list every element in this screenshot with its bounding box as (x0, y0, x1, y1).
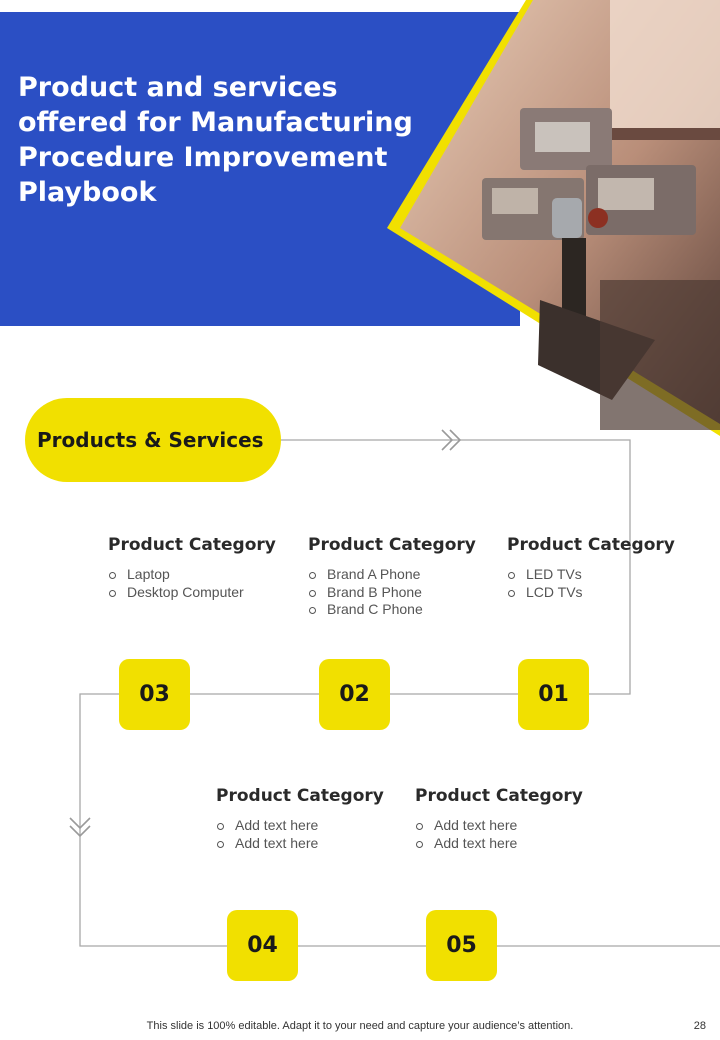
photo-equipment (482, 0, 720, 430)
step-01-box: 01 (518, 659, 589, 730)
step-number: 02 (339, 682, 370, 707)
step-01-card: Product Category LED TVs LCD TVs (507, 534, 687, 601)
card-heading: Product Category (216, 786, 384, 806)
list-item: Brand B Phone (308, 584, 488, 602)
list-item: Add text here (415, 817, 595, 835)
step-03-card: Product Category Laptop Desktop Computer (108, 534, 288, 601)
list-item: Add text here (415, 835, 595, 853)
step-number: 04 (247, 933, 278, 958)
hero-banner (0, 0, 720, 436)
step-03-box: 03 (119, 659, 190, 730)
step-04-box: 04 (227, 910, 298, 981)
card-list: Add text here Add text here (415, 817, 595, 852)
list-item: Desktop Computer (108, 584, 288, 602)
step-number: 01 (538, 682, 569, 707)
list-item: Add text here (216, 835, 396, 853)
list-item: Add text here (216, 817, 396, 835)
step-number: 05 (446, 933, 477, 958)
card-heading: Product Category (415, 786, 583, 806)
card-heading: Product Category (507, 535, 675, 555)
card-heading: Product Category (108, 535, 276, 555)
footer-note: This slide is 100% editable. Adapt it to… (146, 1020, 574, 1032)
card-list: LED TVs LCD TVs (507, 566, 687, 601)
card-heading: Product Category (308, 535, 476, 555)
page-title: Product and services offered for Manufac… (18, 72, 413, 208)
connector-left (79, 693, 228, 947)
products-services-pill: Products & Services (25, 398, 281, 482)
step-02-card: Product Category Brand A Phone Brand B P… (308, 534, 488, 619)
chevron-right-icon (441, 429, 462, 451)
page-number: 28 (693, 1020, 706, 1032)
pill-label: Products & Services (37, 428, 264, 452)
connector-top (280, 439, 631, 695)
list-item: Brand C Phone (308, 601, 488, 619)
step-04-card: Product Category Add text here Add text … (216, 785, 396, 852)
card-list: Brand A Phone Brand B Phone Brand C Phon… (308, 566, 488, 619)
step-05-card: Product Category Add text here Add text … (415, 785, 595, 852)
step-02-box: 02 (319, 659, 390, 730)
list-item: Brand A Phone (308, 566, 488, 584)
chevron-down-icon (69, 817, 91, 838)
list-item: LCD TVs (507, 584, 687, 602)
list-item: Laptop (108, 566, 288, 584)
list-item: LED TVs (507, 566, 687, 584)
card-list: Add text here Add text here (216, 817, 396, 852)
step-number: 03 (139, 682, 170, 707)
step-05-box: 05 (426, 910, 497, 981)
card-list: Laptop Desktop Computer (108, 566, 288, 601)
